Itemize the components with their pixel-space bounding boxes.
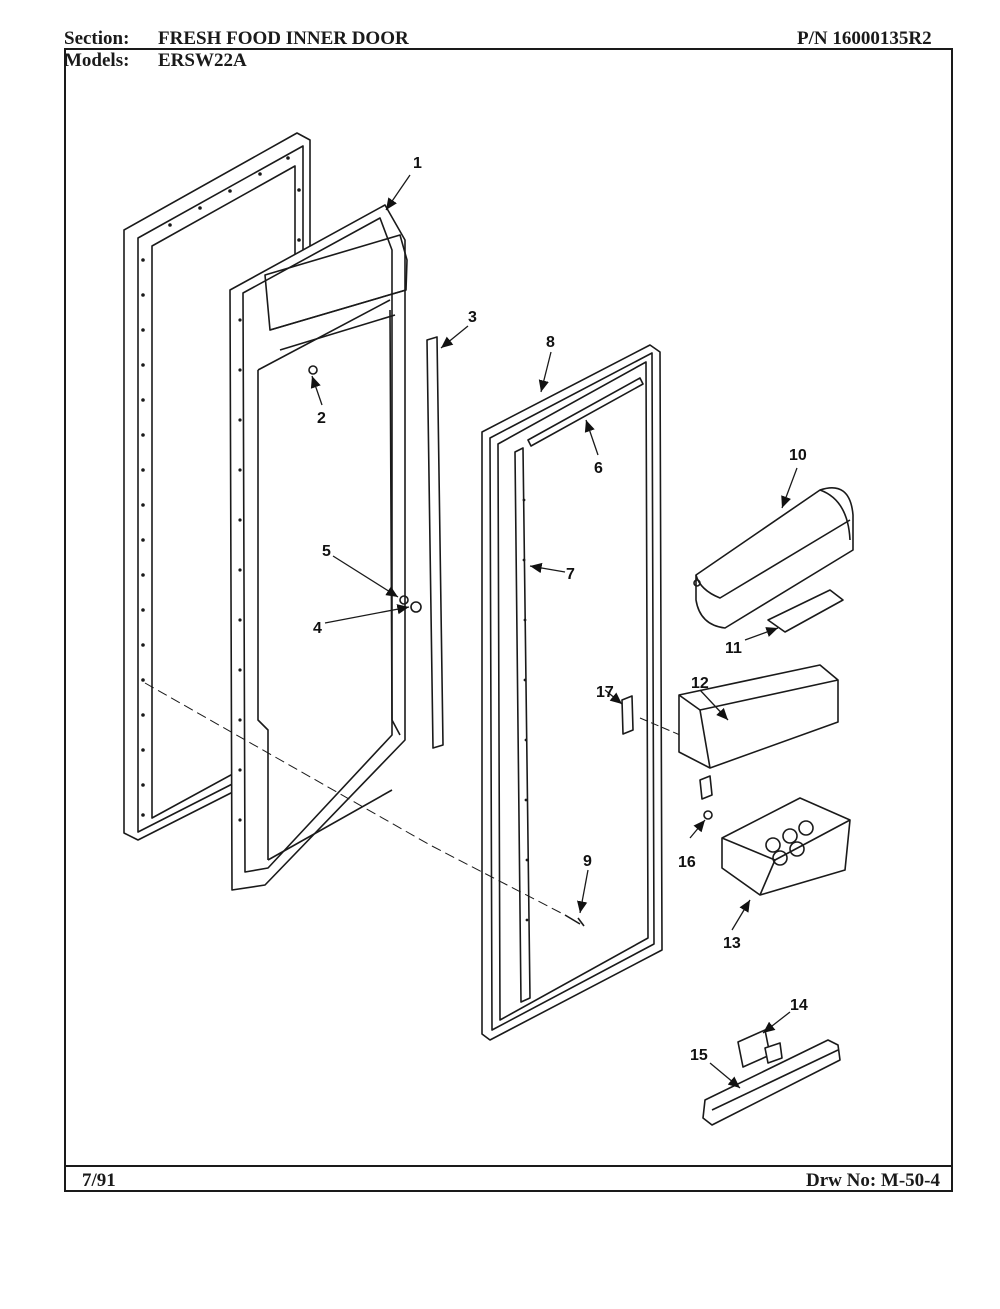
callout-1: 1 (413, 155, 422, 172)
assembly-line (144, 682, 566, 916)
callout-7: 7 (566, 566, 575, 583)
callout-3: 3 (468, 309, 477, 326)
part-16-piece (699, 775, 713, 800)
part-11-handle (767, 589, 844, 633)
callout-17: 17 (596, 684, 614, 701)
drawing-frame (64, 48, 953, 1192)
callout-5: 5 (322, 543, 331, 560)
callout-10: 10 (789, 447, 807, 464)
part-5-nut (399, 595, 409, 605)
callout-13: 13 (723, 935, 741, 952)
callout-12: 12 (691, 675, 709, 692)
models-label: Models: (64, 50, 130, 71)
section-label: Section: (64, 28, 130, 49)
callout-11: 11 (725, 640, 742, 657)
part-3-strip (426, 336, 444, 749)
part-12-bin (678, 664, 839, 769)
part-9-screw (564, 914, 585, 927)
door-panel (481, 344, 663, 1041)
footer-date: 7/91 (82, 1170, 116, 1191)
inner-door-liner (229, 204, 408, 891)
part-4-screw (410, 601, 422, 613)
callout-15: 15 (690, 1047, 708, 1064)
section-title: FRESH FOOD INNER DOOR (158, 28, 409, 49)
drawing-number: Drw No: M-50-4 (806, 1170, 941, 1191)
part-13-tray (721, 797, 851, 896)
part-17-clip (621, 695, 634, 735)
callout-16: 16 (678, 854, 696, 871)
part-2-screw (308, 365, 318, 375)
callout-2: 2 (317, 410, 326, 427)
part-6-bar (527, 377, 644, 447)
callout-4: 4 (313, 620, 322, 637)
callout-8: 8 (546, 334, 555, 351)
part-number: P/N 16000135R2 (797, 28, 932, 49)
part-7-strip (514, 447, 531, 1003)
callout-14: 14 (790, 997, 808, 1014)
part-10-cover (693, 487, 854, 629)
callout-9: 9 (583, 853, 592, 870)
callout-6: 6 (594, 460, 603, 477)
models-value: ERSW22A (158, 50, 247, 71)
footer-divider (64, 1165, 953, 1167)
